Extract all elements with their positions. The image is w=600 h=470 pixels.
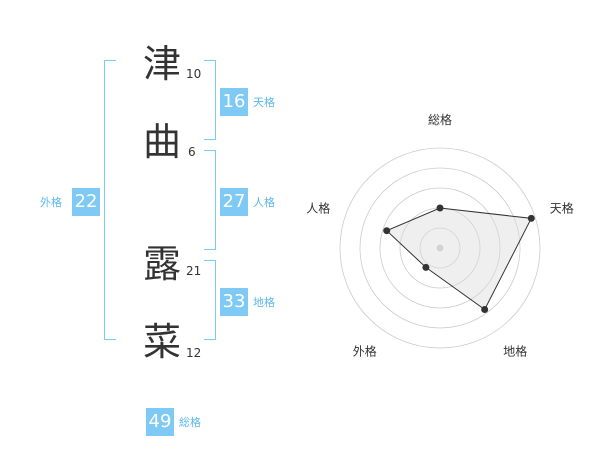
radar-axis-label: 天格 bbox=[550, 200, 574, 215]
chikaku-value: 33 bbox=[220, 288, 248, 316]
radar-axis-label: 地格 bbox=[503, 344, 527, 359]
tenkaku-bracket bbox=[204, 60, 216, 140]
jinkaku-value: 27 bbox=[220, 188, 248, 216]
radar-point bbox=[481, 305, 489, 313]
name-char-2: 曲 bbox=[142, 120, 181, 164]
radar-point bbox=[527, 214, 535, 222]
chikaku-bracket bbox=[204, 260, 216, 340]
radar-ring bbox=[359, 167, 521, 329]
radar-center bbox=[436, 244, 444, 252]
radar-axis-label: 外格 bbox=[353, 344, 377, 359]
radar-ring bbox=[339, 147, 541, 349]
name-char-4: 菜 bbox=[142, 320, 181, 364]
radar-ring bbox=[379, 187, 501, 309]
jinkaku-label: 人格 bbox=[253, 196, 275, 209]
soukaku-value: 49 bbox=[146, 408, 174, 436]
chikaku-label: 地格 bbox=[253, 296, 275, 309]
gaikaku-value: 22 bbox=[72, 188, 100, 216]
radar-axis-label: 総格 bbox=[428, 112, 452, 127]
name-char-3: 露 bbox=[142, 242, 181, 286]
radar-axis-label: 人格 bbox=[306, 200, 330, 215]
radar-point bbox=[383, 227, 391, 235]
radar-area bbox=[385, 207, 533, 311]
stroke-count-1: 10 bbox=[186, 67, 202, 81]
gaikaku-label: 外格 bbox=[40, 196, 62, 209]
stroke-count-4: 12 bbox=[186, 346, 202, 360]
tenkaku-value: 16 bbox=[220, 88, 248, 116]
radar-ring bbox=[419, 227, 461, 269]
tenkaku-label: 天格 bbox=[253, 96, 275, 109]
radar-point bbox=[422, 263, 430, 271]
jinkaku-bracket bbox=[204, 150, 216, 250]
soukaku-label: 総格 bbox=[179, 416, 201, 429]
name-char-1: 津 bbox=[142, 42, 181, 86]
gaikaku-bracket bbox=[104, 60, 116, 340]
stroke-count-2: 6 bbox=[188, 145, 196, 159]
radar-point bbox=[436, 204, 444, 212]
stroke-count-3: 21 bbox=[186, 264, 202, 278]
